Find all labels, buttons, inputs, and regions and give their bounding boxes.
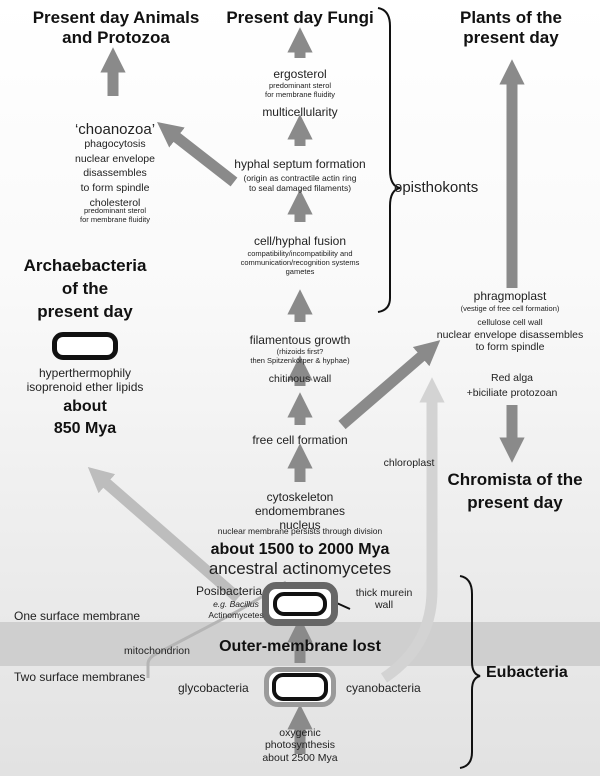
arrow-septum-to-choanozoa	[157, 121, 238, 187]
chloroplast-connector	[380, 377, 445, 683]
two-membranes-label: Two surface membranes	[14, 670, 146, 684]
actinomycetes-label: ancestral actinomycetes	[208, 559, 392, 578]
fungi-heading: Present day Fungi	[226, 8, 374, 27]
arrow-free-cell-to-phragmoplast	[338, 340, 441, 430]
phragmoplast-note: (vestige of free cell formation)	[460, 304, 560, 313]
glycobacteria-inner-membrane	[272, 673, 328, 701]
chitinous-label: chitinous wall	[268, 373, 332, 385]
eubacteria-label: Eubacteria	[486, 664, 568, 681]
filamentous-note: (rhizoids first?then Spitzenkörper & hyp…	[250, 347, 350, 365]
cyanobacteria-label: cyanobacteria	[346, 681, 421, 695]
eubacteria-brace	[459, 575, 481, 769]
chloroplast-label: chloroplast	[383, 457, 435, 469]
red-alga-label: Red alga+biciliate protozoan	[466, 372, 558, 400]
opisthokonts-label: opisthokonts	[394, 179, 479, 196]
posibacteria-example: e.g. Bacillus	[213, 599, 259, 609]
nuclear-membrane-label: nuclear membrane persists through divisi…	[217, 526, 383, 536]
filamentous-label: filamentous growth	[249, 333, 351, 347]
glycobacteria-label: glycobacteria	[178, 681, 249, 695]
mitochondrion-label: mitochondrion	[124, 645, 190, 657]
archaebacteria-cell-icon	[52, 332, 118, 360]
cellulose-label: cellulose cell wall	[477, 317, 543, 327]
free-cell-label: free cell formation	[252, 433, 348, 447]
ergosterol-label: ergosterol	[273, 67, 327, 81]
posibacteria-inner-membrane	[273, 592, 327, 616]
one-membrane-label: One surface membrane	[14, 609, 141, 623]
posibacteria-label: Posibacteria	[196, 584, 263, 598]
about-1500-label: about 1500 to 2000 Mya	[210, 541, 390, 558]
choanozoa-title: ‘choanozoa’	[74, 121, 156, 138]
opisthokonts-brace	[377, 7, 401, 313]
outer-membrane-lost-label: Outer-membrane lost	[219, 638, 381, 655]
multicellularity-label: multicellularity	[262, 105, 338, 119]
fusion-label: cell/hyphal fusion	[253, 234, 347, 248]
arrow-actinomycetes-to-archaea	[87, 467, 242, 603]
phragmoplast-label: phragmoplast	[473, 289, 547, 303]
septum-label: hyphal septum formation	[234, 157, 366, 171]
posibacteria-example-2: Actinomycetes	[208, 610, 264, 620]
